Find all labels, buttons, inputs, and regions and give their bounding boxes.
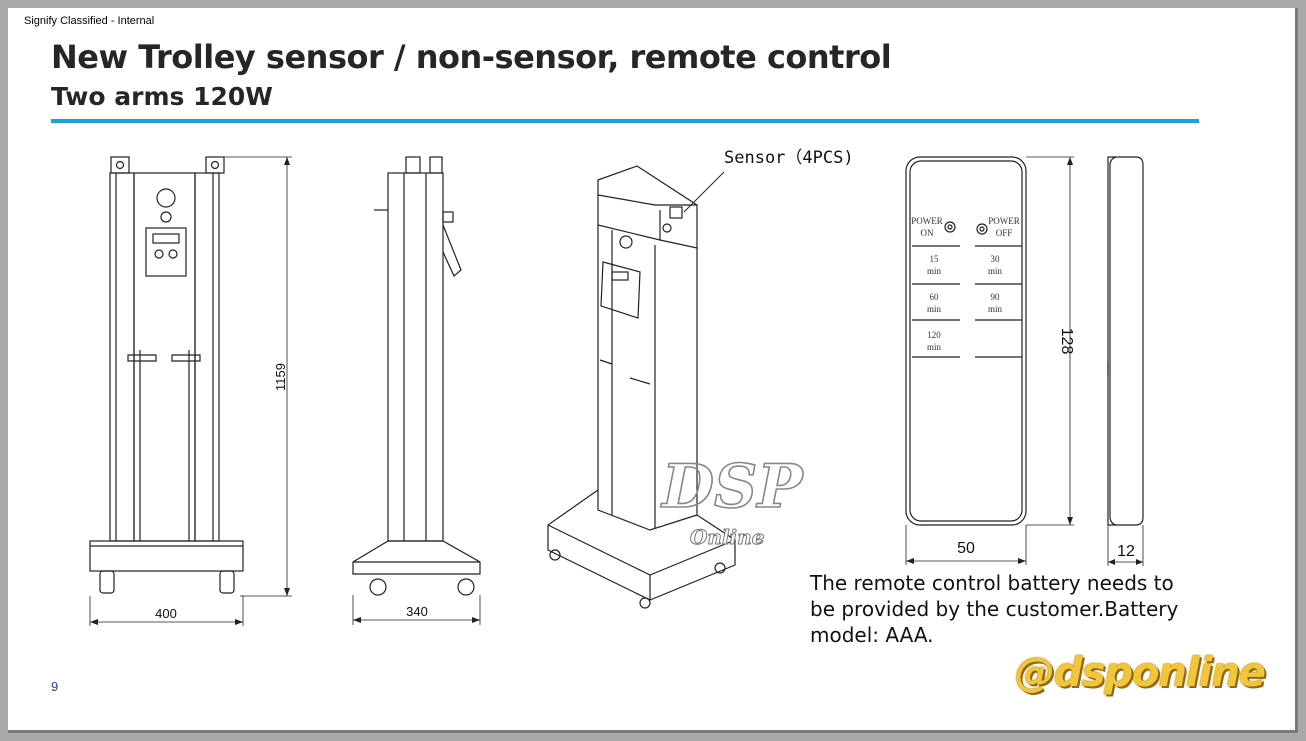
page-subtitle: Two arms 120W	[51, 82, 273, 111]
btn-90-label-1: 90	[991, 292, 1001, 302]
remote-width-dimension: 50	[957, 540, 975, 557]
btn-120-label-2: min	[927, 342, 942, 352]
btn-90-label-2: min	[988, 304, 1003, 314]
classification-label: Signify Classified - Internal	[24, 15, 155, 27]
page-number: 9	[51, 679, 59, 694]
remote-height-dimension: 128	[1058, 328, 1075, 355]
title-divider	[51, 119, 1199, 123]
dsp-watermark-sub: Online	[690, 525, 764, 549]
btn-15-label-1: 15	[930, 254, 940, 264]
remote-depth-dimension: 12	[1117, 543, 1135, 560]
btn-30-label-2: min	[988, 266, 1003, 276]
btn-60-label-2: min	[927, 304, 942, 314]
sensor-label: Sensor（4PCS)	[724, 148, 854, 168]
remote-control-side	[1107, 156, 1144, 566]
btn-120-label-1: 120	[927, 330, 941, 340]
btn-15-label-2: min	[927, 266, 942, 276]
btn-60-label-1: 60	[930, 292, 940, 302]
remote-control-front: POWER ON POWER OFF 15 min 30 min 60 min …	[905, 156, 1074, 565]
page-title: New Trolley sensor / non-sensor, remote …	[51, 38, 892, 76]
front-view-drawing	[89, 156, 292, 626]
dsp-watermark-logo: DSP Online	[659, 451, 805, 549]
front-height-dimension: 1159	[273, 363, 288, 391]
power-off-label-1: POWER	[988, 216, 1020, 226]
power-on-label-1: POWER	[911, 216, 943, 226]
side-width-dimension: 340	[406, 604, 428, 619]
battery-note: The remote control battery needs to be p…	[810, 571, 1179, 647]
btn-30-label-1: 30	[991, 254, 1001, 264]
power-on-label-2: ON	[921, 228, 934, 238]
dsponline-watermark: @dsponline	[1015, 650, 1266, 696]
isometric-view-drawing: Sensor（4PCS)	[547, 148, 854, 609]
side-view-drawing	[352, 156, 481, 625]
dsp-watermark-main: DSP	[660, 452, 804, 522]
front-width-dimension: 400	[155, 606, 177, 621]
slide: Signify Classified - Internal New Trolle…	[8, 8, 1298, 733]
power-off-label-2: OFF	[996, 228, 1013, 238]
